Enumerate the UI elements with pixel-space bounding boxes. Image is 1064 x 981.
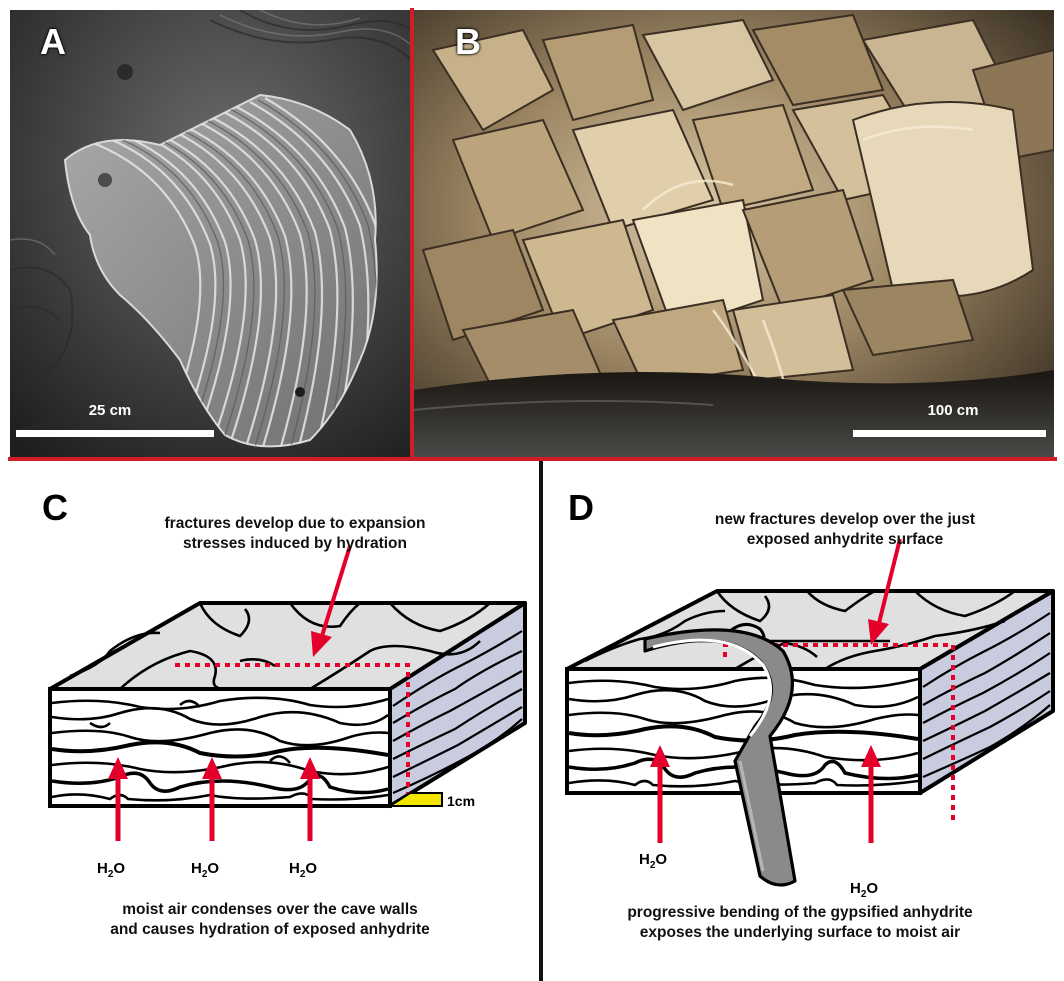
panel-d-top-caption-line-2: exposed anhydrite surface: [685, 530, 1005, 550]
panel-c-water-label-2: H2O: [191, 860, 219, 880]
panel-a-scale-bar: [16, 430, 214, 437]
panel-b-scale-bar: [853, 430, 1046, 437]
panel-c-bottom-caption-line-1: moist air condenses over the cave walls: [50, 900, 490, 920]
frame-divider-vertical-top: [410, 8, 414, 460]
panel-b-scale-label: 100 cm: [908, 402, 998, 419]
panel-c-water-label-1: H2O: [97, 860, 125, 880]
panel-d-water-label-2: H2O: [850, 880, 878, 900]
frame-divider-vertical-bottom: [539, 461, 543, 981]
panel-a-scale-label: 25 cm: [70, 402, 150, 419]
panel-c-letter: C: [42, 490, 68, 526]
panel-d-water-label-1: H2O: [639, 851, 667, 871]
panel-d-top-caption-line-1: new fractures develop over the just: [685, 510, 1005, 530]
panel-c-top-caption: fractures develop due to expansion stres…: [130, 514, 460, 554]
panel-c-cm-scale-label: 1cm: [447, 793, 475, 809]
panel-d-bottom-caption-line-1: progressive bending of the gypsified anh…: [560, 903, 1040, 923]
panel-b-photo: B 100 cm: [413, 10, 1054, 458]
panel-a-photo: A 25 cm: [10, 10, 411, 458]
panel-d-bottom-caption-line-2: exposes the underlying surface to moist …: [560, 923, 1040, 943]
panel-d-letter: D: [568, 490, 594, 526]
panel-c-water-label-3: H2O: [289, 860, 317, 880]
panel-c-bottom-caption: moist air condenses over the cave walls …: [50, 900, 490, 940]
panel-a-letter: A: [40, 24, 66, 60]
panel-b-letter: B: [455, 24, 481, 60]
cave-ceiling-photo: [413, 10, 1054, 458]
panel-d-bottom-caption: progressive bending of the gypsified anh…: [560, 903, 1040, 943]
panel-c-top-caption-line-2: stresses induced by hydration: [130, 534, 460, 554]
panel-c-bottom-caption-line-2: and causes hydration of exposed anhydrit…: [50, 920, 490, 940]
gypsum-flake-photo: [10, 10, 411, 458]
panel-d-top-caption: new fractures develop over the just expo…: [685, 510, 1005, 550]
panel-c-top-caption-line-1: fractures develop due to expansion: [130, 514, 460, 534]
